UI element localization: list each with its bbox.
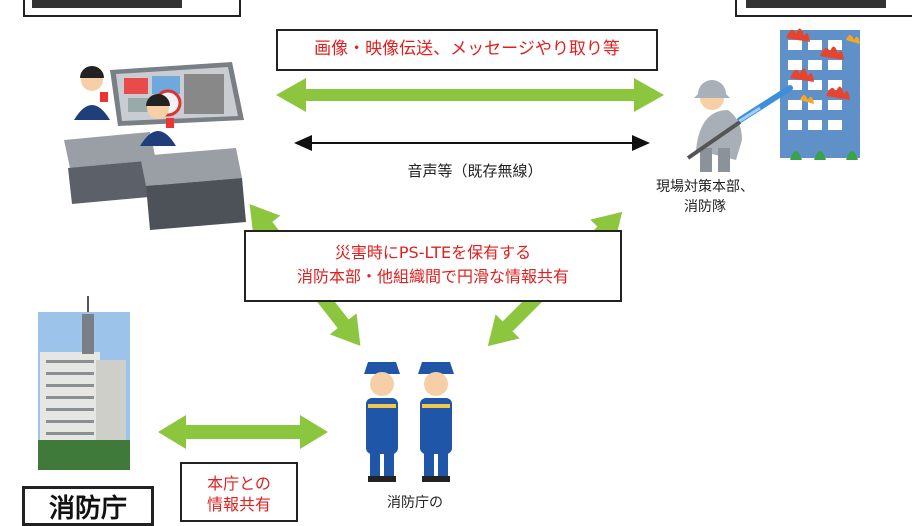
bottom-green-double-arrow <box>158 415 328 449</box>
center-info-line2: 消防本部・他組織間で円滑な情報共有 <box>296 267 569 286</box>
top-left-header-text-fragment <box>32 0 182 8</box>
top-green-double-arrow <box>276 78 664 112</box>
top-right-header-text-fragment <box>746 0 886 8</box>
firefighters-label: 消防庁の <box>387 495 443 511</box>
burning-building-illustration <box>780 28 860 160</box>
diagram-canvas <box>23 0 912 482</box>
hq-sharing-line2: 情報共有 <box>206 495 271 514</box>
voice-label: 音声等（既存無線） <box>407 162 543 180</box>
field-label-line1: 現場対策本部、 <box>656 179 754 195</box>
top-banner-box <box>276 29 658 71</box>
center-info-box <box>244 230 622 302</box>
field-firefighter-illustration <box>686 80 793 172</box>
center-info-line1: 災害時にPS-LTEを保有する <box>334 243 532 262</box>
firefighter-pair-illustration <box>364 362 454 482</box>
control-room-illustration <box>64 62 246 230</box>
hq-sharing-box <box>180 462 298 522</box>
field-label-line2: 消防隊 <box>684 199 726 215</box>
hq-sharing-line1: 本庁との <box>207 474 271 493</box>
agency-building-photo <box>38 296 130 470</box>
agency-label: 消防庁 <box>48 494 127 524</box>
top-banner-text: 画像・映像伝送、メッセージやり取り等 <box>314 39 620 59</box>
